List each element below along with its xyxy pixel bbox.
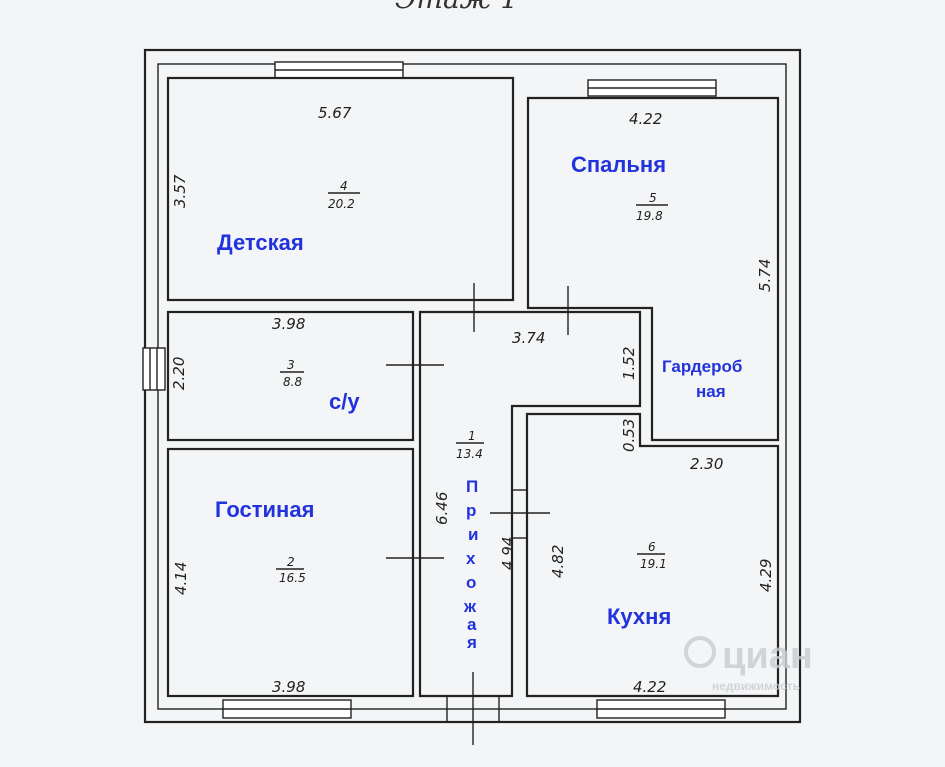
label-gostinaya: Гостиная: [215, 497, 314, 522]
dim-kuhnya-height2: 4.29: [757, 559, 775, 592]
area-gostinaya: 16.5: [279, 571, 306, 585]
dim-su-height: 2.20: [170, 357, 188, 390]
label-garderob-2: ная: [696, 382, 726, 401]
room-number-spalnya: 5: [649, 191, 657, 205]
room-number-su: 3: [287, 358, 295, 372]
room-gostinaya: [166, 447, 415, 698]
room-number-detskaya: 4: [340, 179, 348, 193]
cian-watermark: циан недвижимость: [684, 635, 813, 693]
floor-title: Этаж 1: [395, 0, 518, 15]
area-prihozhaya: 13.4: [456, 447, 483, 461]
area-spalnya: 19.8: [636, 209, 663, 223]
room-number-prihozhaya: 1: [468, 429, 476, 443]
label-spalnya: Спальня: [571, 152, 666, 177]
window-left: [142, 347, 166, 391]
dim-kuhnya-width: 4.22: [633, 678, 666, 696]
label-kuhnya: Кухня: [607, 604, 671, 629]
svg-text:о: о: [466, 573, 476, 592]
room-number-gostinaya: 2: [287, 555, 295, 569]
dim-su-width: 3.98: [272, 315, 305, 333]
dim-prihozhaya-height2: 4.94: [499, 537, 517, 570]
svg-text:я: я: [466, 633, 477, 652]
svg-text:ж: ж: [463, 597, 477, 616]
svg-text:х: х: [466, 549, 476, 568]
room-number-kuhnya: 6: [648, 540, 656, 554]
dim-gostinaya-height: 4.14: [172, 562, 190, 595]
label-garderob-1: Гардероб: [662, 357, 742, 376]
dim-spalnya-width: 4.22: [629, 110, 662, 128]
room-su: [166, 310, 415, 442]
dim-detskaya-height: 3.57: [171, 174, 189, 208]
door-opening: [511, 489, 528, 539]
label-detskaya: Детская: [217, 230, 304, 255]
dim-garderob-b: 0.53: [620, 419, 638, 452]
room-detskaya: [166, 76, 515, 302]
area-su: 8.8: [283, 375, 302, 389]
label-su: с/у: [329, 389, 360, 414]
dim-detskaya-width: 5.67: [318, 104, 352, 122]
dim-prihozhaya-width: 3.74: [512, 329, 545, 347]
watermark-sub: недвижимость: [712, 679, 800, 693]
area-kuhnya: 19.1: [640, 557, 667, 571]
area-detskaya: 20.2: [328, 197, 355, 211]
room-spalnya: [526, 96, 780, 442]
dim-kuhnya-height: 4.82: [549, 545, 567, 578]
dim-garderob-c: 2.30: [690, 455, 723, 473]
dim-gostinaya-width: 3.98: [272, 678, 305, 696]
watermark-brand: циан: [722, 635, 813, 677]
svg-text:и: и: [468, 525, 478, 544]
svg-text:П: П: [466, 477, 478, 496]
dim-garderob-a: 1.52: [620, 347, 638, 380]
dim-spalnya-height: 5.74: [756, 259, 774, 292]
label-prihozhaya: П р и х о ж а я: [463, 477, 478, 652]
room-kuhnya: [525, 412, 780, 698]
cian-logo-icon: [684, 636, 716, 668]
svg-text:а: а: [467, 615, 477, 634]
room-prihozhaya: [418, 310, 642, 698]
dim-prihozhaya-height: 6.46: [433, 492, 451, 525]
entrance-opening: [446, 695, 500, 723]
svg-text:р: р: [466, 501, 476, 520]
